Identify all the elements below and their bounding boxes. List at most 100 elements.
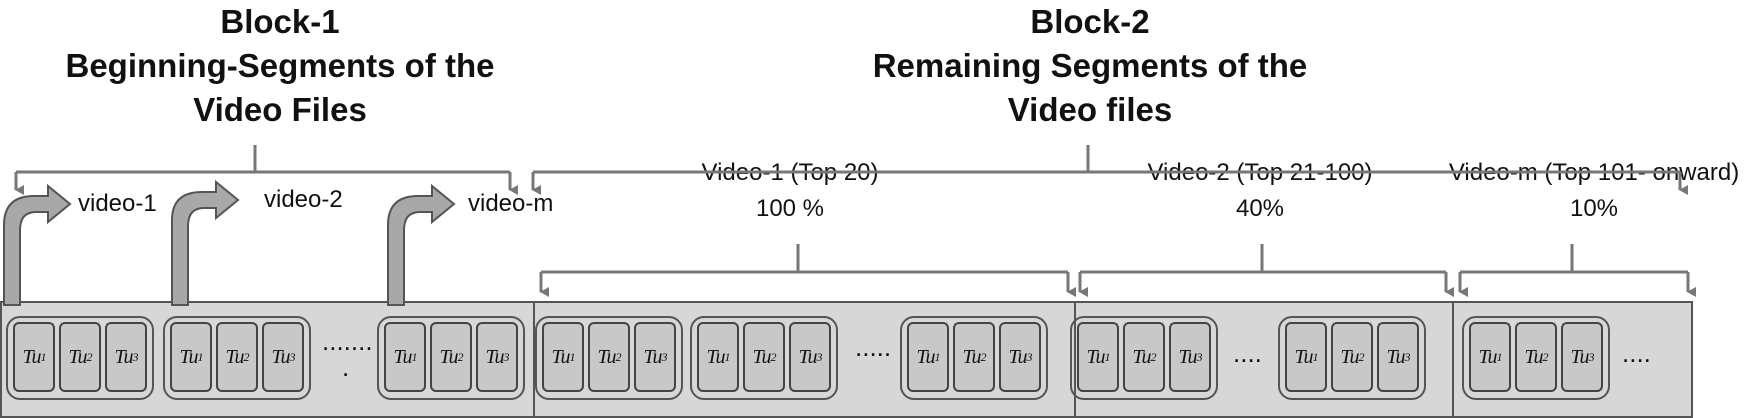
- segment-cell-label: Tu: [798, 345, 817, 368]
- video2-curved-arrow: [171, 179, 240, 306]
- segment-cell-index: 3: [289, 349, 296, 364]
- videom-curved-arrow: [387, 183, 456, 306]
- block1-bracket: [14, 145, 512, 188]
- block2-subtitle-line2: Video files: [1007, 91, 1173, 128]
- segment-cell-label: Tu: [1178, 345, 1197, 368]
- segment-cell-label: Tu: [752, 345, 771, 368]
- videom-bracket: [1460, 244, 1688, 274]
- block2-subtitle-line1: Remaining Segments of the: [872, 47, 1308, 84]
- block1-ellipsis-dot: .: [342, 352, 350, 382]
- videom-group-percent: 10%: [1569, 195, 1619, 222]
- segment-cell-label: Tu: [1570, 345, 1589, 368]
- block1-ellipsis: .......: [322, 326, 373, 356]
- segment-cell-index: 1: [934, 349, 941, 364]
- segment-cell-label: Tu: [706, 345, 725, 368]
- segment-cell-label: Tu: [22, 345, 41, 368]
- segment-cell-index: 2: [1358, 349, 1365, 364]
- segment-cell-label: Tu: [485, 345, 504, 368]
- video1-arrow-label: video-1: [78, 190, 157, 217]
- block1-subtitle-line2: Video Files: [193, 91, 367, 128]
- segment-cell-index: 2: [243, 349, 250, 364]
- segment-cell-index: 3: [816, 349, 823, 364]
- video2-ellipsis: ....: [1233, 338, 1262, 368]
- segment-cell-index: 3: [1026, 349, 1033, 364]
- video1-bracket: [541, 244, 1068, 274]
- segment-cell-index: 3: [1196, 349, 1203, 364]
- segment-cell-label: Tu: [271, 345, 290, 368]
- segment-cell-label: Tu: [1524, 345, 1543, 368]
- block2-heading: Block-2: [1030, 3, 1150, 40]
- segment-cell-index: 3: [132, 349, 139, 364]
- segment-cell-label: Tu: [1086, 345, 1105, 368]
- segment-cell-index: 2: [86, 349, 93, 364]
- block1-subtitle-line1: Beginning-Segments of the: [65, 47, 495, 84]
- segment-cell-label: Tu: [916, 345, 935, 368]
- video2-arrow-label: video-2: [264, 186, 343, 213]
- segment-cell-label: Tu: [114, 345, 133, 368]
- segment-cell-label: Tu: [551, 345, 570, 368]
- segment-cell-label: Tu: [68, 345, 87, 368]
- segment-cell-index: 2: [980, 349, 987, 364]
- video2-bracket: [1080, 244, 1446, 274]
- segment-cell-label: Tu: [1340, 345, 1359, 368]
- segment-cell-index: 2: [770, 349, 777, 364]
- video1-group-percent: 100 %: [755, 195, 825, 222]
- segment-cell-label: Tu: [179, 345, 198, 368]
- segment-cell-label: Tu: [225, 345, 244, 368]
- segment-cell-label: Tu: [1478, 345, 1497, 368]
- segment-cell-label: Tu: [962, 345, 981, 368]
- segment-cell-index: 3: [661, 349, 668, 364]
- segment-cell-label: Tu: [1386, 345, 1405, 368]
- segment-cell-label: Tu: [1008, 345, 1027, 368]
- segment-cell-index: 1: [411, 349, 418, 364]
- segment-cell-index: 1: [197, 349, 204, 364]
- block1-title: Block-1 Beginning-Segments of the Video …: [40, 0, 520, 132]
- segment-cell-index: 3: [1588, 349, 1595, 364]
- video1-ellipsis: .....: [855, 332, 892, 362]
- segment-cell-label: Tu: [393, 345, 412, 368]
- segment-cell-index: 1: [569, 349, 576, 364]
- segment-cell-index: 3: [503, 349, 510, 364]
- segment-cell-index: 2: [1150, 349, 1157, 364]
- segment-cell-label: Tu: [643, 345, 662, 368]
- block2-title: Block-2 Remaining Segments of the Video …: [770, 0, 1410, 132]
- video1-curved-arrow: [3, 183, 72, 306]
- segment-cell-index: 1: [724, 349, 731, 364]
- segment-cell-index: 1: [40, 349, 47, 364]
- videom-ellipsis: ....: [1622, 338, 1651, 368]
- video2-group-percent: 40%: [1235, 195, 1285, 222]
- block2-bracket: [533, 145, 1680, 174]
